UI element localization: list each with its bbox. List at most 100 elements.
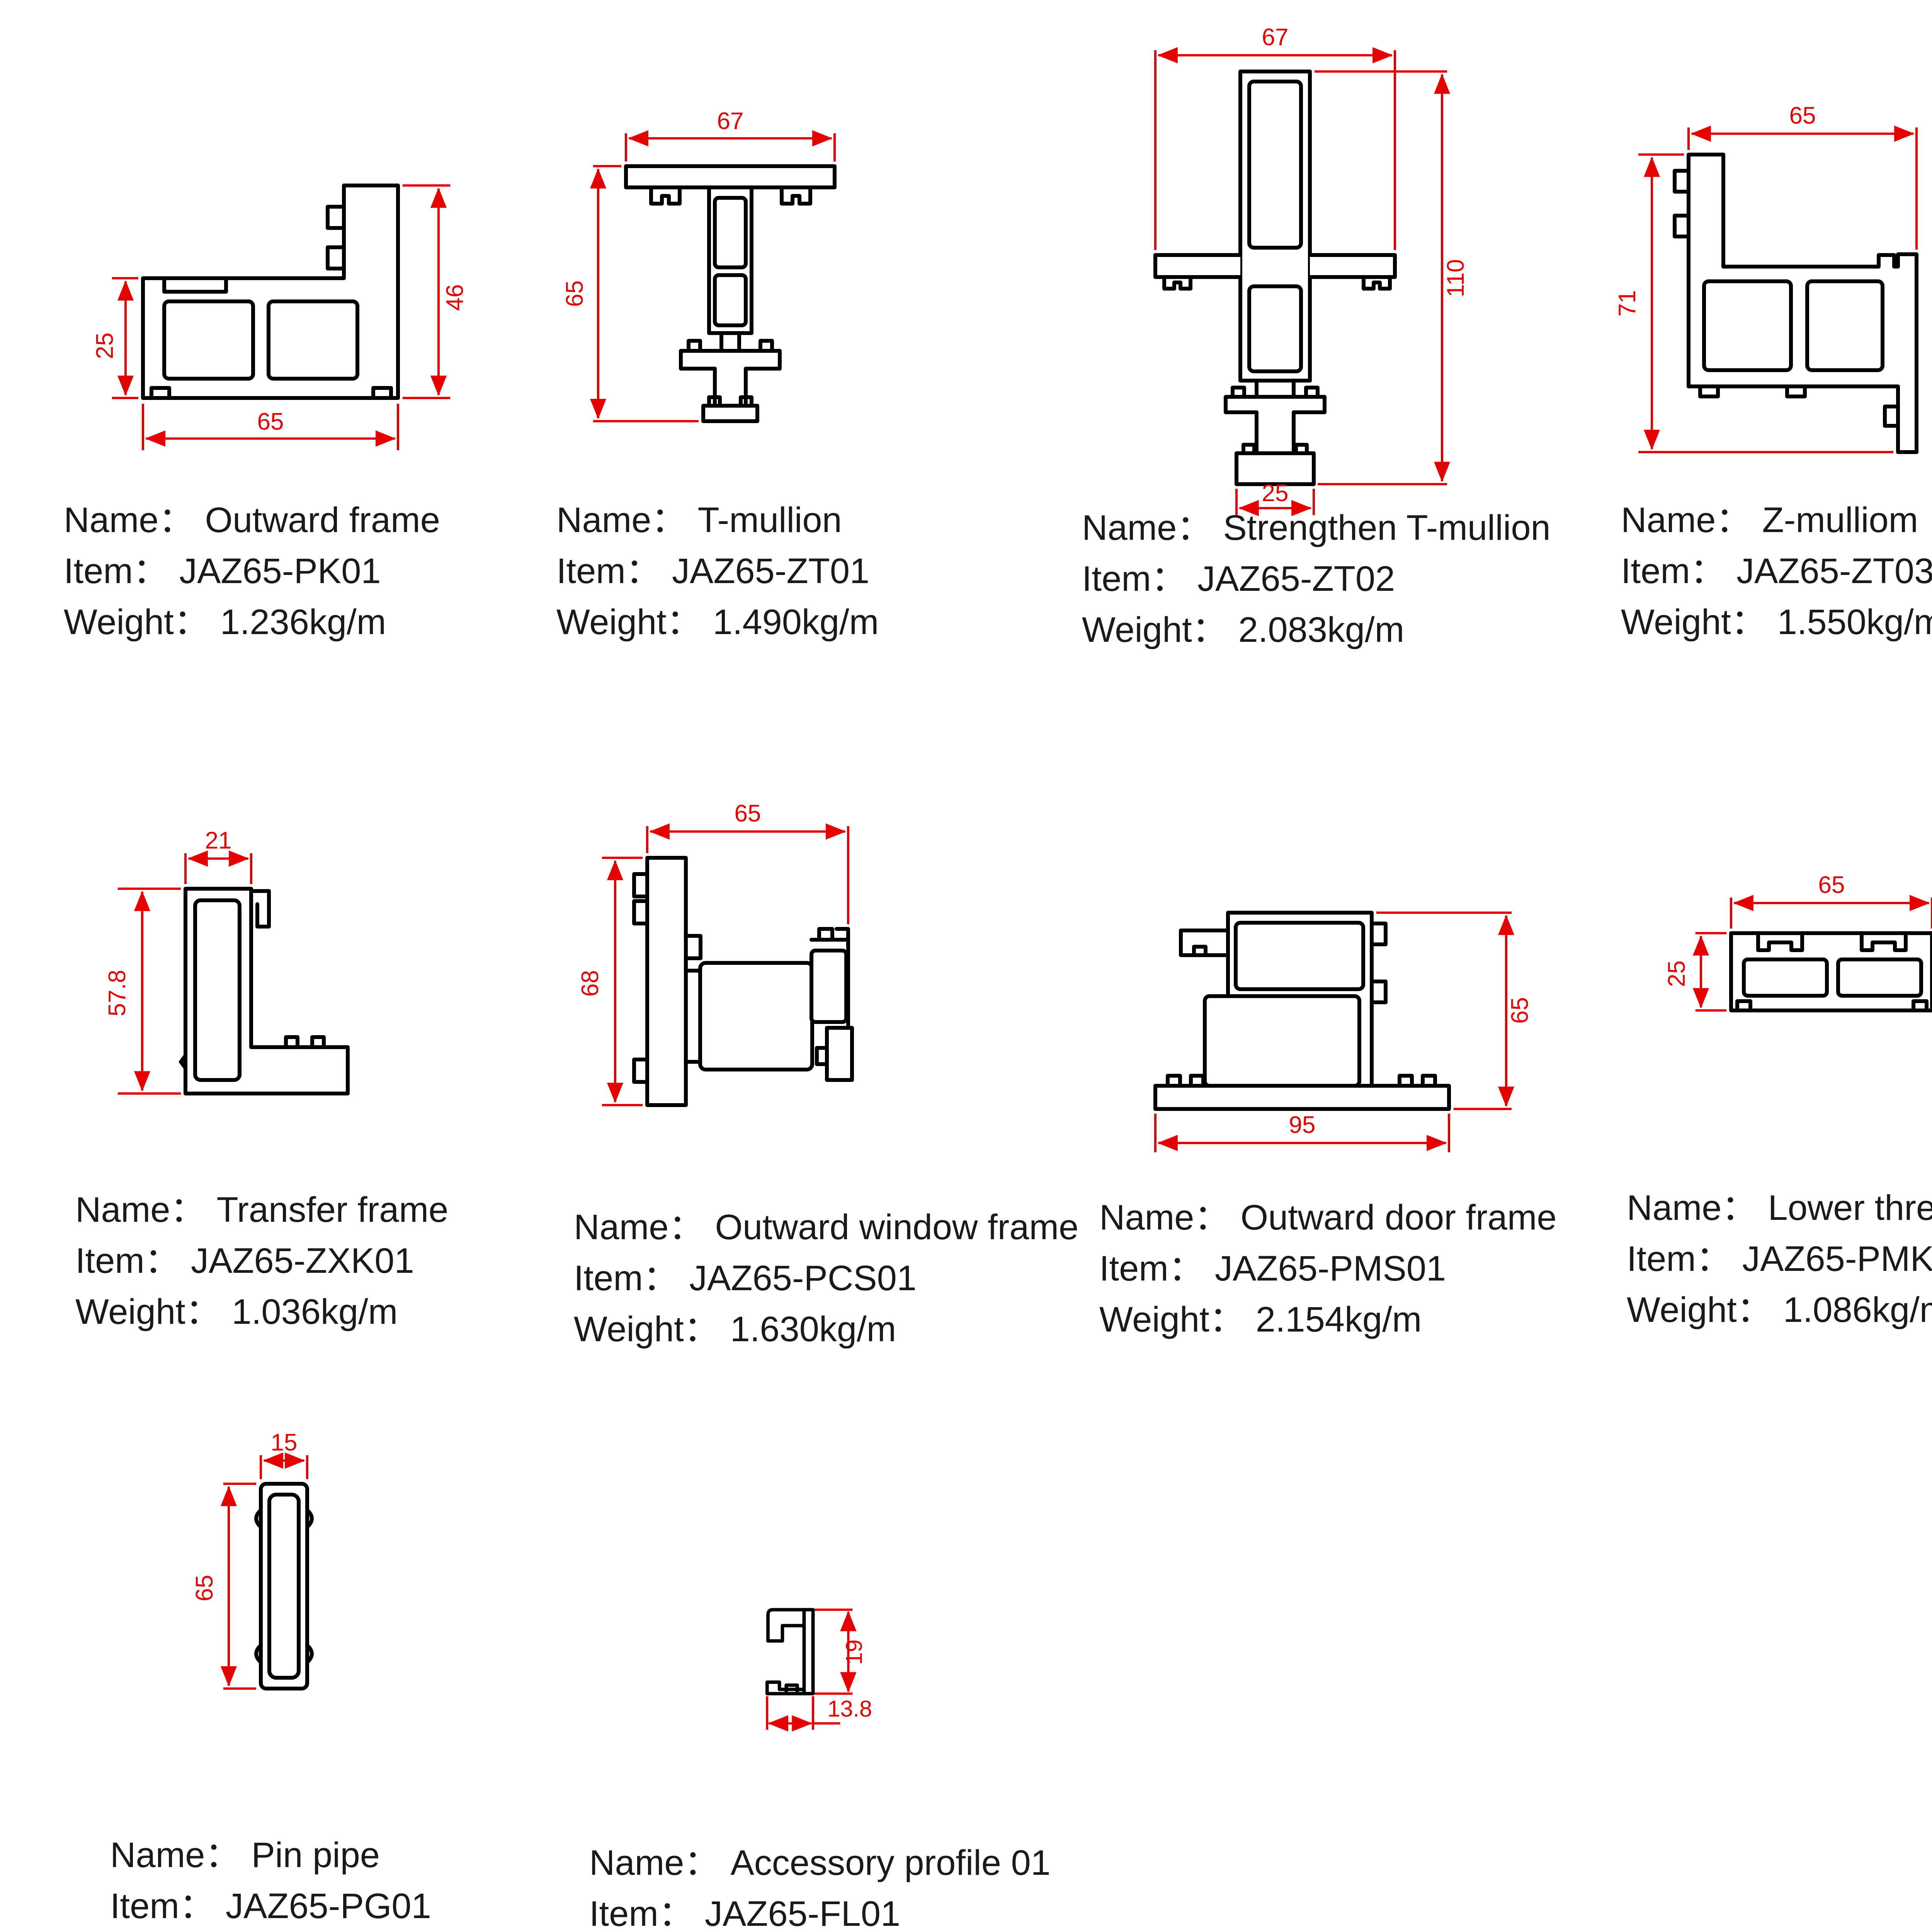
profile-outline-outward-door-frame: [1153, 911, 1451, 1111]
name-label: Name: [1621, 500, 1716, 540]
spec-name-line: Name：Outward frame: [64, 502, 440, 538]
item-label: Item: [1627, 1239, 1696, 1279]
colon: ：: [144, 1241, 180, 1281]
dim-label: 65: [735, 800, 761, 827]
profile-name: Lower threshold: [1768, 1188, 1932, 1228]
drawing-strengthen-t-mullion: 67 110 25: [1153, 24, 1468, 516]
dim-label: 67: [717, 108, 744, 134]
item-label: Item: [75, 1241, 145, 1281]
drawing-lower-threshold: 65 25: [1663, 872, 1932, 1012]
dimensions-accessory-profile-01: 19 13.8: [766, 1608, 872, 1732]
colon: ：: [179, 1886, 215, 1926]
spec-accessory-profile-01: Name：Accessory profile 01 Item：JAZ65-FL0…: [589, 1845, 1051, 1932]
item-label: Item: [1099, 1249, 1168, 1288]
dim-label: 25: [92, 333, 118, 359]
profile-name: Outward frame: [205, 500, 440, 540]
dim-label: 110: [1442, 259, 1468, 298]
item-code: JAZ65-ZT01: [672, 551, 870, 591]
dimensions-t-mullion: 67 65: [561, 108, 836, 422]
profile-outline-pin-pipe: [254, 1482, 314, 1690]
name-label: Name: [589, 1843, 684, 1883]
weight-label: Weight: [1082, 610, 1192, 650]
spec-strengthen-t-mullion: Name：Strengthen T-mullion Item：JAZ65-ZT0…: [1082, 510, 1551, 663]
drawing-t-mullion: 67 65: [561, 108, 837, 423]
colon: ：: [170, 1190, 206, 1230]
spec-weight-line: Weight：1.086kg/m: [1627, 1292, 1932, 1328]
drawing-transfer-frame: 21 57.8: [104, 827, 350, 1095]
spec-transfer-frame: Name：Transfer frame Item：JAZ65-ZXK01 Wei…: [75, 1192, 448, 1345]
dim-label: 21: [205, 827, 232, 854]
spec-name-line: Name： Lower threshold: [1627, 1190, 1932, 1226]
weight-value: 1.036kg/m: [231, 1292, 398, 1332]
dim-label: 46: [442, 284, 468, 311]
name-label: Name: [1627, 1188, 1722, 1228]
spec-item-line: Item：JAZ65-ZT01: [556, 553, 879, 589]
weight-label: Weight: [574, 1310, 684, 1349]
drawing-pin-pipe: 15 65: [191, 1429, 314, 1690]
item-label: Item: [556, 551, 626, 591]
name-label: Name: [574, 1208, 669, 1247]
colon: ：: [133, 551, 168, 591]
colon: ：: [684, 1843, 720, 1883]
item-label: Item: [1621, 551, 1690, 591]
drawing-outward-frame: 25 46 65: [92, 184, 468, 450]
dim-label: 71: [1614, 290, 1641, 317]
item-code: JAZ65-PCS01: [689, 1259, 917, 1298]
item-label: Item: [64, 551, 133, 591]
colon: ：: [1716, 500, 1752, 540]
colon: ：: [205, 1835, 241, 1875]
colon: ：: [173, 602, 209, 642]
colon: ：: [1721, 1188, 1757, 1228]
spec-item-line: Item：JAZ65-FL01: [589, 1896, 1051, 1932]
colon: ：: [658, 1894, 694, 1932]
dimensions-strengthen-t-mullion: 67 110 25: [1154, 24, 1468, 516]
spec-name-line: Name：Outward door frame: [1099, 1200, 1557, 1235]
dim-label: 19: [841, 1639, 867, 1665]
name-label: Name: [1099, 1198, 1194, 1237]
item-code: JAZ65-PMK01: [1742, 1239, 1932, 1279]
dim-label: 65: [561, 281, 588, 307]
spec-name-line: Name：Pin pipe: [110, 1837, 432, 1873]
drawing-z-mullion: 65 71: [1614, 104, 1918, 454]
dimensions-transfer-frame: 21 57.8: [104, 827, 252, 1095]
spec-item-line: Item：JAZ65-PK01: [64, 553, 440, 589]
profile-name: T-mullion: [697, 500, 842, 540]
dim-label: 65: [191, 1575, 218, 1602]
dim-label: 15: [271, 1429, 298, 1456]
drawing-accessory-profile-01: 19 13.8: [765, 1608, 872, 1732]
dim-label: 65: [1818, 872, 1845, 898]
spec-name-line: Name：Z-mulliom: [1621, 502, 1932, 538]
profile-outline-z-mullion: [1673, 153, 1918, 454]
profile-name: Pin pipe: [251, 1835, 380, 1875]
spec-pin-pipe: Name：Pin pipe Item：JAZ65-PG01 Weight：0.8…: [110, 1837, 432, 1932]
profile-outline-strengthen-t-mullion: [1153, 70, 1397, 486]
colon: ：: [1209, 1300, 1245, 1339]
name-label: Name: [556, 500, 651, 540]
weight-value: 1.236kg/m: [220, 602, 386, 642]
dim-label: 65: [257, 408, 284, 435]
spec-item-line: Item：JAZ65-ZT02: [1082, 561, 1551, 597]
colon: ：: [1177, 508, 1213, 548]
weight-label: Weight: [1099, 1300, 1209, 1339]
profile-name: Z-mulliom: [1762, 500, 1918, 540]
colon: ：: [684, 1310, 719, 1349]
profile-outline-outward-window-frame: [632, 856, 854, 1107]
weight-value: 2.083kg/m: [1238, 610, 1405, 650]
colon: ：: [185, 1292, 221, 1332]
spec-item-line: Item：JAZ65-PMS01: [1099, 1251, 1557, 1286]
profile-name: Outward window frame: [715, 1208, 1079, 1247]
dimensions-outward-door-frame: 95 65: [1154, 912, 1533, 1152]
profile-outline-outward-frame: [141, 184, 400, 400]
name-label: Name: [1082, 508, 1177, 548]
profile-name: Outward door frame: [1240, 1198, 1557, 1237]
spec-weight-line: Weight：1.036kg/m: [75, 1294, 448, 1330]
dim-label: 65: [1789, 104, 1816, 129]
colon: ：: [1151, 559, 1187, 599]
item-code: JAZ65-FL01: [704, 1894, 901, 1932]
dim-label: 67: [1262, 24, 1289, 51]
colon: ：: [1192, 610, 1228, 650]
item-code: JAZ65-ZXK01: [190, 1241, 414, 1281]
dimensions-z-mullion: 65 71: [1614, 104, 1918, 453]
weight-label: Weight: [75, 1292, 185, 1332]
dim-label: 25: [1262, 480, 1289, 507]
